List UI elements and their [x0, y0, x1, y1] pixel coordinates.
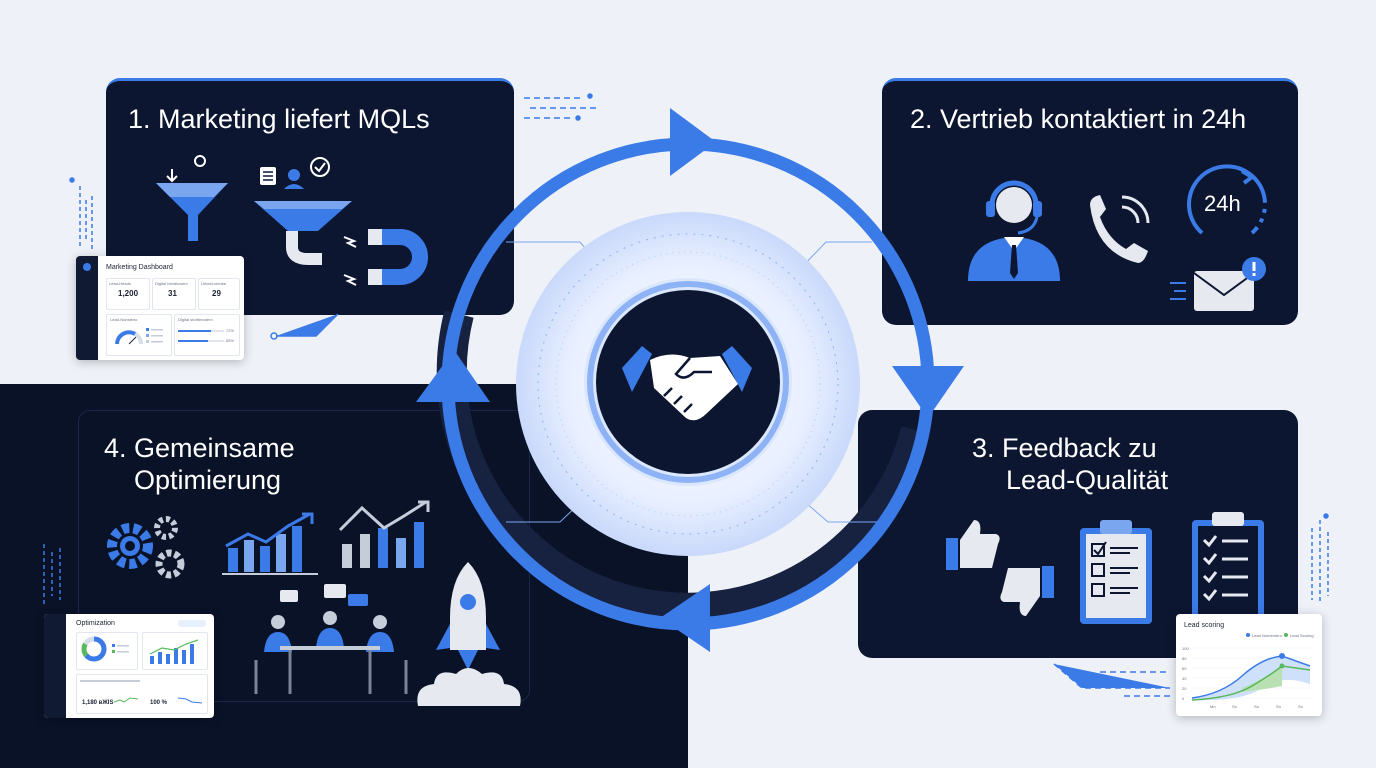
- x-tick-label: Sn: [1232, 704, 1237, 709]
- dashboard-sidebar: [76, 256, 98, 360]
- legend-label-1: Lead Nomembro: [1252, 633, 1282, 638]
- center-disc-ring: [587, 281, 789, 483]
- y-tick-label: 0: [1182, 696, 1185, 701]
- magnet-icon: [343, 229, 428, 286]
- mini-bar-chart: [149, 639, 199, 664]
- kpi-card: [152, 278, 196, 310]
- donut-legend: [112, 644, 129, 653]
- kpi-value: 29: [212, 289, 221, 298]
- lead-scoring-card: Lead scoring Lead Nomembro Lead Scoring …: [1176, 614, 1322, 716]
- step-2-title: 2. Vertrieb kontaktiert in 24h: [910, 104, 1247, 134]
- data-point: [1279, 653, 1285, 659]
- progress-fill: [178, 340, 208, 342]
- handshake-icon: [622, 346, 752, 421]
- lead-funnel-icon: [254, 157, 352, 265]
- kpi-card: [198, 278, 240, 310]
- kpi-label: Urbeld-nienbe: [201, 281, 227, 286]
- kpi-value: 100 %: [150, 700, 168, 706]
- arrow-bottom: [660, 584, 710, 652]
- arrow-right: [892, 366, 964, 418]
- checkmarks-clipboard-icon: [1192, 512, 1264, 620]
- funnel-icon: [156, 155, 228, 241]
- kpi-value: 31: [168, 289, 177, 298]
- step-1-title: 1. Marketing liefert MQLs: [128, 104, 430, 134]
- gauge-chart: [115, 330, 143, 345]
- step-3-title-line1: 3. Feedback zu: [972, 433, 1157, 463]
- y-tick-label: 80: [1182, 656, 1187, 661]
- step-4-title-line2: Optimierung: [134, 465, 282, 495]
- trend-chart-icon: [338, 500, 430, 568]
- optimization-dashboard-card: Optimization 1,180 вЖIS 100 %: [44, 614, 214, 718]
- kpi-label: Digital hendlowem: [155, 281, 188, 286]
- lead-scoring-title: Lead scoring: [1184, 622, 1225, 629]
- gauge-legend: [146, 328, 163, 343]
- x-tick-label: Sn: [1298, 704, 1303, 709]
- donut-chart: [81, 636, 107, 662]
- headset-agent-icon: [968, 180, 1060, 281]
- x-tick-label: Sn: [1276, 704, 1281, 709]
- y-tick-label: 60: [1182, 666, 1187, 671]
- dotted-orbit: [537, 233, 839, 535]
- lead-scoring-plot: [1191, 647, 1312, 701]
- series-line-green: [1191, 665, 1311, 701]
- step-4-title-line1: 4. Gemeinsame: [104, 433, 295, 463]
- x-tick-label: Sn: [1254, 704, 1259, 709]
- team-meeting-icon: [254, 584, 408, 694]
- kpi-card: [106, 278, 150, 310]
- y-tick-label: 40: [1182, 676, 1187, 681]
- kpi-value: 1,180 вЖIS: [82, 700, 114, 706]
- dashboard-sidebar: [44, 614, 66, 718]
- arrow-top: [670, 108, 716, 176]
- thumbs-down-icon: [1000, 566, 1054, 616]
- step-2-panel: 2. Vertrieb kontaktiert in 24h 24h: [882, 78, 1298, 325]
- kpi-label: Lead-Heads: [109, 281, 131, 286]
- progress-line: [80, 680, 140, 682]
- arrow-left: [416, 350, 490, 402]
- sparkline: [113, 697, 139, 703]
- dashboard-logo-icon: [83, 263, 91, 271]
- x-tick-label: Mn: [1210, 704, 1216, 709]
- rocket-icon: [417, 562, 521, 706]
- bars-card: [174, 314, 240, 356]
- checklist-clipboard-icon: [1080, 520, 1152, 624]
- progress-value: 65%: [226, 338, 235, 343]
- step-3-title-line2: Lead-Qualität: [1006, 465, 1169, 495]
- gauge-label: Lead-Nubsteno: [110, 317, 138, 322]
- marketing-dashboard-card: Marketing Dashboard Lead-Heads 1,200 Dig…: [76, 256, 244, 360]
- progress-fill: [178, 330, 212, 332]
- filter-pill: [178, 620, 206, 627]
- email-alert-icon: [1170, 257, 1266, 311]
- growth-bar-chart-icon: [222, 512, 318, 575]
- clock-24h-icon: [1187, 164, 1267, 235]
- progress-value: 72%: [226, 328, 235, 333]
- y-tick-label: 100: [1182, 646, 1189, 651]
- bars-label: Digital stortbeodern: [178, 317, 213, 322]
- series-line-blue: [1191, 655, 1311, 699]
- dashboard-title: Marketing Dashboard: [106, 264, 173, 271]
- legend-label-2: Lead Scoring: [1290, 633, 1314, 638]
- phone-icon: [1090, 195, 1150, 263]
- data-point: [1279, 663, 1285, 669]
- optimization-title: Optimization: [76, 620, 115, 627]
- thumbs-up-icon: [946, 520, 1000, 570]
- gears-icon: [107, 516, 185, 579]
- lead-scoring-legend: [1246, 633, 1288, 637]
- kpi-value: 1,200: [118, 289, 139, 298]
- y-tick-label: 20: [1182, 686, 1187, 691]
- dotted-orbit: [555, 251, 821, 517]
- badge-24h: 24h: [1204, 191, 1241, 216]
- sparkline: [177, 697, 203, 704]
